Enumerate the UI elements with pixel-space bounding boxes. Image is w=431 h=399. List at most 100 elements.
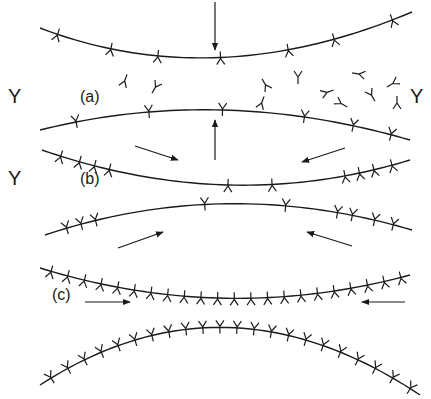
receptor-symbol [251,322,259,335]
receptor-symbol [334,97,347,107]
receptor-symbol [44,370,54,383]
receptor-symbol [71,114,79,128]
receptor-symbol [407,381,417,394]
receptor-symbol [119,74,127,88]
membrane-line [40,268,410,298]
receptor-symbol [256,96,264,110]
receptor-glyph: Y [410,86,423,106]
receptor-symbol [181,322,189,335]
receptor-symbol [52,29,60,43]
receptor-symbol [282,199,290,212]
movement-arrow [85,301,130,302]
receptor-symbol [281,291,289,304]
receptor-symbol [355,352,364,365]
receptor-symbol [264,292,272,305]
receptor-symbol [390,159,398,173]
receptor-symbol [217,52,225,65]
receptor-symbol [373,360,383,373]
receptor-symbol [200,197,208,210]
receptor-symbol [301,110,309,123]
receptor-symbol [216,320,224,333]
movement-arrow [307,232,352,246]
receptor-symbol [365,88,375,101]
receptor-symbol [146,328,154,342]
movement-arrow [214,2,215,50]
receptor-symbol [269,324,277,337]
receptor-symbol [335,205,343,218]
receptor-symbol [45,266,53,280]
receptor-symbol [197,291,205,304]
receptor-symbol [390,14,398,28]
receptor-symbol [78,352,87,365]
receptor-symbol [314,287,322,300]
receptor-symbol [198,321,206,334]
receptor-symbol [357,167,365,181]
receptor-symbol [153,50,161,63]
receptor-symbol [365,279,373,293]
receptor-symbol [393,96,401,109]
panel-label: (a) [80,89,100,105]
receptor-symbol [146,287,154,300]
receptor-symbol [372,212,380,226]
membrane-line [40,327,420,395]
receptor-glyph: Y [8,168,21,188]
receptor-symbol [62,270,70,284]
movement-arrow [118,232,163,248]
membrane-line [40,110,410,140]
receptor-symbol [96,278,104,292]
receptor-symbol [129,332,137,346]
receptor-symbol [286,44,294,58]
receptor-symbol [247,292,255,305]
receptor-symbol [268,178,276,191]
receptor-symbol [74,156,82,170]
receptor-symbol [180,290,188,303]
receptor-symbol [332,33,340,47]
membrane-group [40,12,420,395]
receptor-symbol [112,338,120,352]
receptor-symbol [348,282,356,295]
receptor-symbol [163,289,171,302]
movement-arrow [214,120,215,160]
receptor-symbol [399,272,407,286]
receptor-symbol [351,118,359,132]
receptor-symbol [79,274,87,288]
receptor-symbol [144,105,152,118]
receptor-symbol [262,79,272,92]
receptor-symbol [104,164,112,178]
receptor-symbol [342,170,350,184]
receptor-symbol [387,77,400,87]
receptor-symbol [61,360,71,373]
receptor-symbol [382,276,390,290]
movement-arrow [135,146,178,160]
receptor-symbol [298,289,306,302]
receptor-symbol [338,344,347,358]
receptor-symbol [389,127,397,141]
receptor-symbol [391,217,399,231]
receptor-symbol [75,216,83,230]
receptor-symbol [213,292,221,305]
panel-label: (b) [80,171,100,187]
receptor-symbol [55,150,63,164]
receptor-symbol [304,332,312,346]
receptor-symbol [164,324,172,338]
receptor-symbol [106,43,114,57]
receptor-symbol [350,208,358,222]
arrow-group [85,2,405,302]
receptor-symbol [129,284,137,297]
receptor-symbol [224,179,232,192]
receptor-symbol [286,328,294,342]
receptor-symbol [230,292,238,305]
receptor-symbol [152,80,162,93]
receptor-symbol [321,338,329,352]
receptor-symbol [352,71,365,79]
movement-arrow [362,301,405,302]
receptor-glyph: Y [8,86,21,106]
receptor-symbol [219,103,227,116]
receptor-symbol [372,164,380,178]
receptor-symbol [233,321,241,334]
receptor-symbol [320,90,334,98]
membrane-line [45,204,412,235]
receptor-symbol [331,285,339,298]
receptor-symbol [294,71,302,84]
panel-label: (c) [52,287,71,303]
